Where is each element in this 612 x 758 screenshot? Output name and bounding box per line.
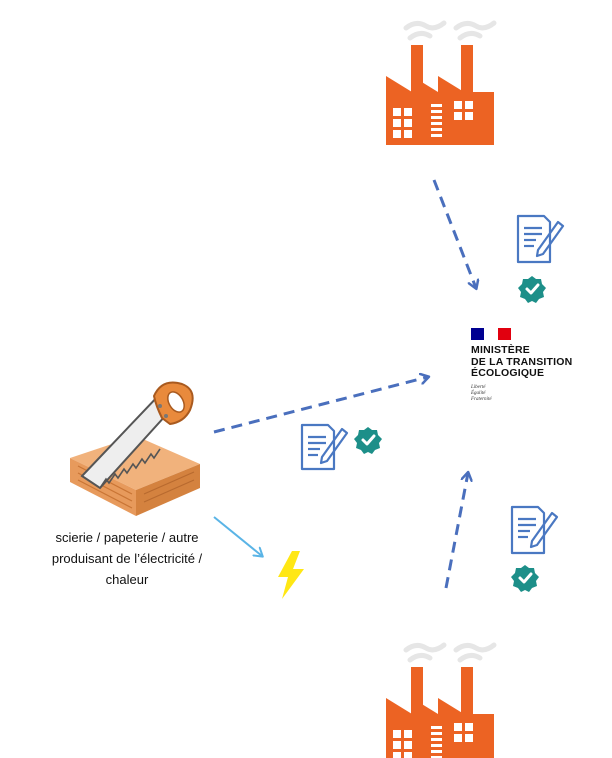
arrow-source-to-energy — [213, 516, 264, 558]
saw-and-wood — [66, 376, 206, 518]
ministry-name: MINISTÈRE DE LA TRANSITION ÉCOLOGIQUE — [471, 344, 612, 380]
ministry-name-line: ÉCOLOGIQUE — [471, 367, 545, 379]
document-check-bottom — [510, 505, 565, 595]
factory-bottom — [376, 630, 501, 758]
document-pen-icon — [300, 423, 349, 471]
arrow-bottom-factory-to-ministry — [444, 473, 468, 589]
caption-line: scierie / papeterie / autre — [55, 530, 199, 545]
saw-and-wood-icon — [70, 381, 200, 516]
motto-line: Égalité — [471, 390, 486, 396]
arrow-source-to-ministry — [213, 377, 428, 434]
caption-line: produisant de l’électricité / — [51, 551, 203, 566]
smoke-icon — [403, 20, 497, 41]
arrow-top-factory-to-ministry — [432, 179, 476, 288]
smoke-icon — [403, 642, 497, 663]
factory-icon — [386, 642, 497, 758]
check-badge-icon — [518, 276, 546, 303]
check-badge-icon — [354, 427, 382, 454]
ministry-logo: MINISTÈRE DE LA TRANSITION ÉCOLOGIQUE Li… — [471, 328, 612, 403]
document-pen-icon — [516, 214, 565, 264]
lightning — [276, 551, 306, 599]
ministry-name-line: MINISTÈRE — [471, 344, 530, 356]
document-pen-icon — [510, 505, 559, 555]
ministry-name-line: DE LA TRANSITION — [471, 355, 573, 368]
document-check-top — [516, 214, 568, 304]
motto-line: Fraternité — [471, 396, 492, 402]
lightning-icon — [278, 551, 304, 599]
check-badge-icon — [511, 565, 539, 592]
caption-line: chaleur — [105, 572, 149, 587]
factory-top — [376, 8, 501, 145]
factory-icon — [386, 20, 497, 145]
french-flag-icon — [471, 328, 511, 340]
source-caption: scierie / papeterie / autre produisant d… — [2, 527, 252, 590]
motto-line: Liberté — [471, 384, 486, 390]
document-check-middle — [300, 423, 385, 475]
ministry-motto: Liberté Égalité Fraternité — [471, 385, 612, 403]
